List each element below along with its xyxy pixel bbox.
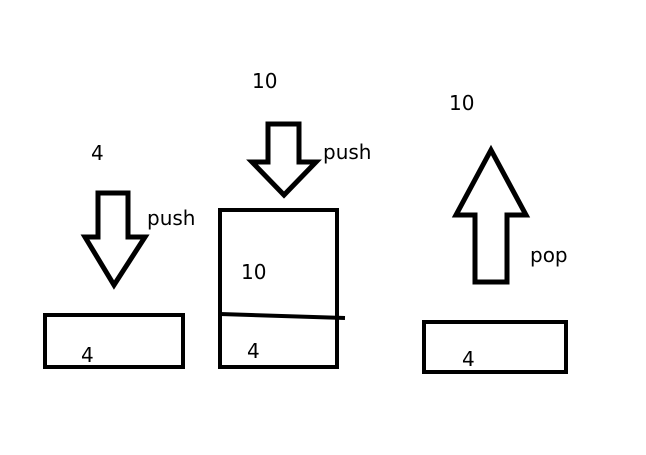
arrow-down-icon [246, 121, 322, 199]
operation-label-push: push [147, 206, 196, 230]
operation-label-pop: pop [530, 243, 568, 267]
arrow-up-icon [451, 144, 531, 285]
stack-box [43, 313, 185, 369]
arrow-down-icon [80, 190, 150, 290]
stack-box [218, 208, 339, 369]
incoming-element-value: 4 [91, 141, 104, 165]
stack-element-top: 10 [241, 260, 267, 284]
stack-element: 4 [247, 339, 260, 363]
stack-divider [219, 312, 346, 320]
stack-element: 4 [462, 347, 475, 371]
popped-element-value: 10 [449, 91, 475, 115]
incoming-element-value: 10 [252, 69, 278, 93]
stack-box [422, 320, 568, 374]
stack-element: 4 [81, 343, 94, 367]
operation-label-push: push [323, 140, 372, 164]
